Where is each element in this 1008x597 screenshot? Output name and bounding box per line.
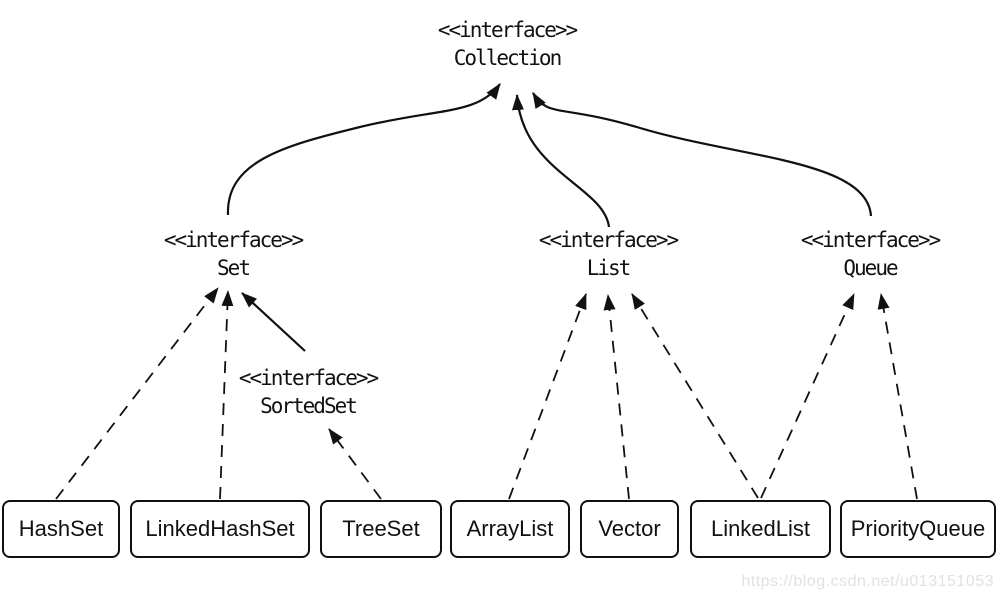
collection-name: Collection [453,46,562,70]
queue-name: Queue [843,256,898,280]
edge-treeset-to-sortedset [328,428,382,500]
node-interface-queue: <<interface>> Queue [800,226,941,282]
list-stereotype: <<interface>> [538,228,679,252]
edge-queue-to-collection [532,92,873,217]
class-box-vector: Vector [580,500,679,558]
class-box-linkedhashset: LinkedHashSet [130,500,310,558]
edge-linkedlist-to-list [631,293,759,499]
class-box-hashset: HashSet [2,500,120,558]
sortedset-name: SortedSet [260,394,358,418]
hashset-label: HashSet [18,516,104,541]
queue-stereotype: <<interface>> [800,228,941,252]
list-name: List [586,256,632,280]
class-box-treeset: TreeSet [320,500,442,558]
watermark: https://blog.csdn.net/u013151053 [741,573,994,590]
collection-stereotype: <<interface>> [437,18,578,42]
linkedlist-label: LinkedList [710,516,811,541]
edge-linkedhashset-to-set [219,290,234,500]
class-box-priorityqueue: PriorityQueue [840,500,996,558]
node-interface-sortedset: <<interface>> SortedSet [238,364,379,420]
edge-sortedset-to-set [241,292,306,352]
edge-set-to-collection [226,83,501,216]
linkedhashset-label: LinkedHashSet [145,516,295,541]
edge-linkedlist-to-queue [760,293,855,499]
class-box-arraylist: ArrayList [450,500,570,558]
edge-arraylist-to-list [508,293,587,500]
sortedset-stereotype: <<interface>> [238,366,379,390]
edge-vector-to-list [603,294,630,500]
edge-hashset-to-set [55,287,219,500]
edge-list-to-collection [512,94,611,228]
node-interface-set: <<interface>> Set [163,226,304,282]
priorityqueue-label: PriorityQueue [850,516,986,541]
set-stereotype: <<interface>> [163,228,304,252]
edge-priorityqueue-to-queue [877,293,918,500]
set-name: Set [217,256,251,280]
node-interface-list: <<interface>> List [538,226,679,282]
class-box-linkedlist: LinkedList [690,500,831,558]
treeset-label: TreeSet [342,516,420,541]
node-interface-collection: <<interface>> Collection [437,16,578,72]
vector-label: Vector [598,516,661,541]
arraylist-label: ArrayList [466,516,554,541]
